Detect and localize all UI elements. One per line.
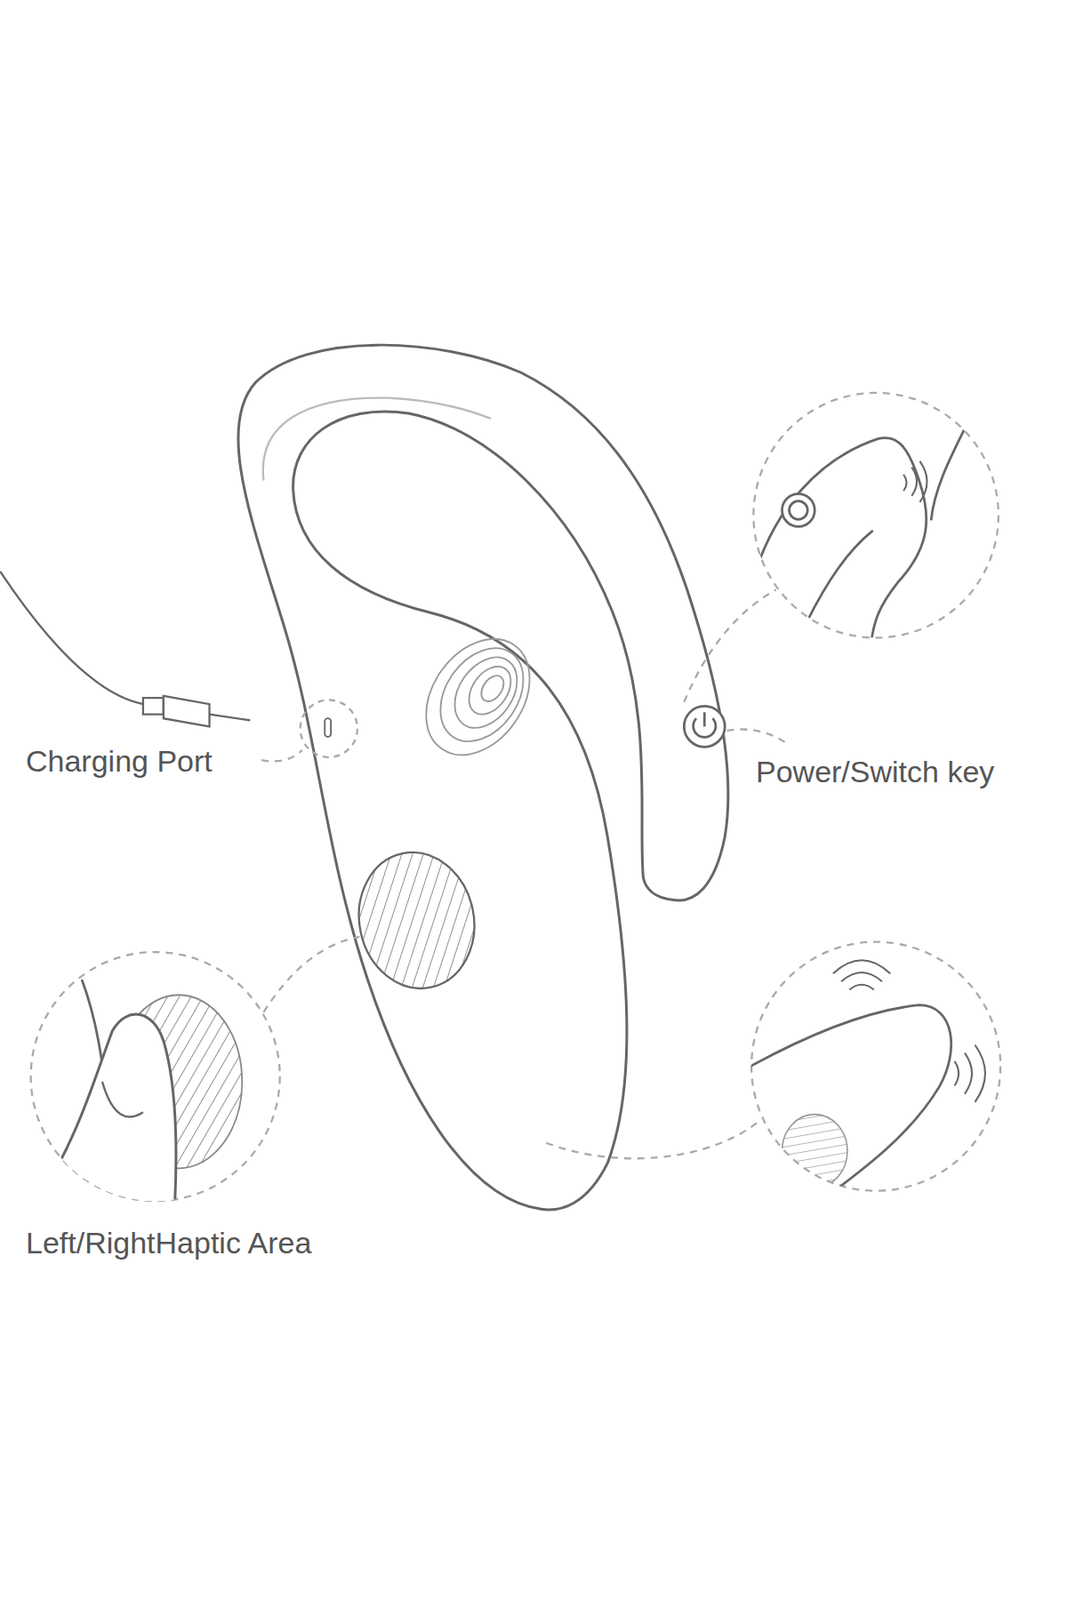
device-body [238,344,729,1211]
illustration-stroke [833,960,891,990]
illustration-stroke [751,942,1001,1192]
illustration-stroke [750,1005,952,1205]
illustration-stroke [163,696,210,727]
illustration-stroke [56,979,242,1226]
illustration-stroke [324,718,331,738]
illustration-stroke [703,712,706,727]
illustration-stroke [209,714,251,722]
illustration-stroke [903,461,927,503]
illustration-stroke [727,730,787,744]
illustration-stroke [238,344,729,1211]
illustration-stroke [476,671,508,706]
illustration-stroke [782,494,816,528]
illustration-stroke [789,501,809,521]
illustration-stroke [806,530,874,623]
illustration-stroke [755,428,965,654]
illustration-stroke [441,645,530,740]
haptic-area [346,842,488,1000]
illustration-stroke [930,428,965,521]
charging-port [300,700,358,758]
illustration-stroke [750,960,986,1204]
illustration-stroke [300,700,358,758]
illustration-stroke [143,697,164,715]
illustration-stroke [263,398,490,481]
illustration-stroke [102,1082,144,1118]
part-label: Charging Port [25,743,213,779]
illustration-stroke [954,1045,986,1103]
illustration-stroke [261,750,303,763]
illustration-stroke [460,658,520,723]
illustration-stroke [423,633,541,758]
charging-cable [0,571,250,727]
illustration-stroke [683,590,776,703]
illustration-stroke [755,438,927,654]
illustration-stroke [782,1115,848,1189]
illustration-stroke [545,1123,758,1160]
illustration-stroke [56,1014,177,1225]
illustration-stroke [753,393,999,639]
power-key [683,705,725,747]
zoom-power [753,393,999,654]
illustration-stroke [263,937,360,1013]
leader-lines [261,590,787,1160]
part-label: Left/RightHaptic Area [25,1225,312,1261]
haptic-rings [404,619,551,776]
illustration-stroke [683,705,725,747]
illustration-stroke [404,619,551,776]
zoom-tip [750,942,1001,1205]
part-label: Power/Switch key [755,754,995,790]
illustration-stroke [0,571,144,705]
zoom-haptic [31,952,281,1226]
